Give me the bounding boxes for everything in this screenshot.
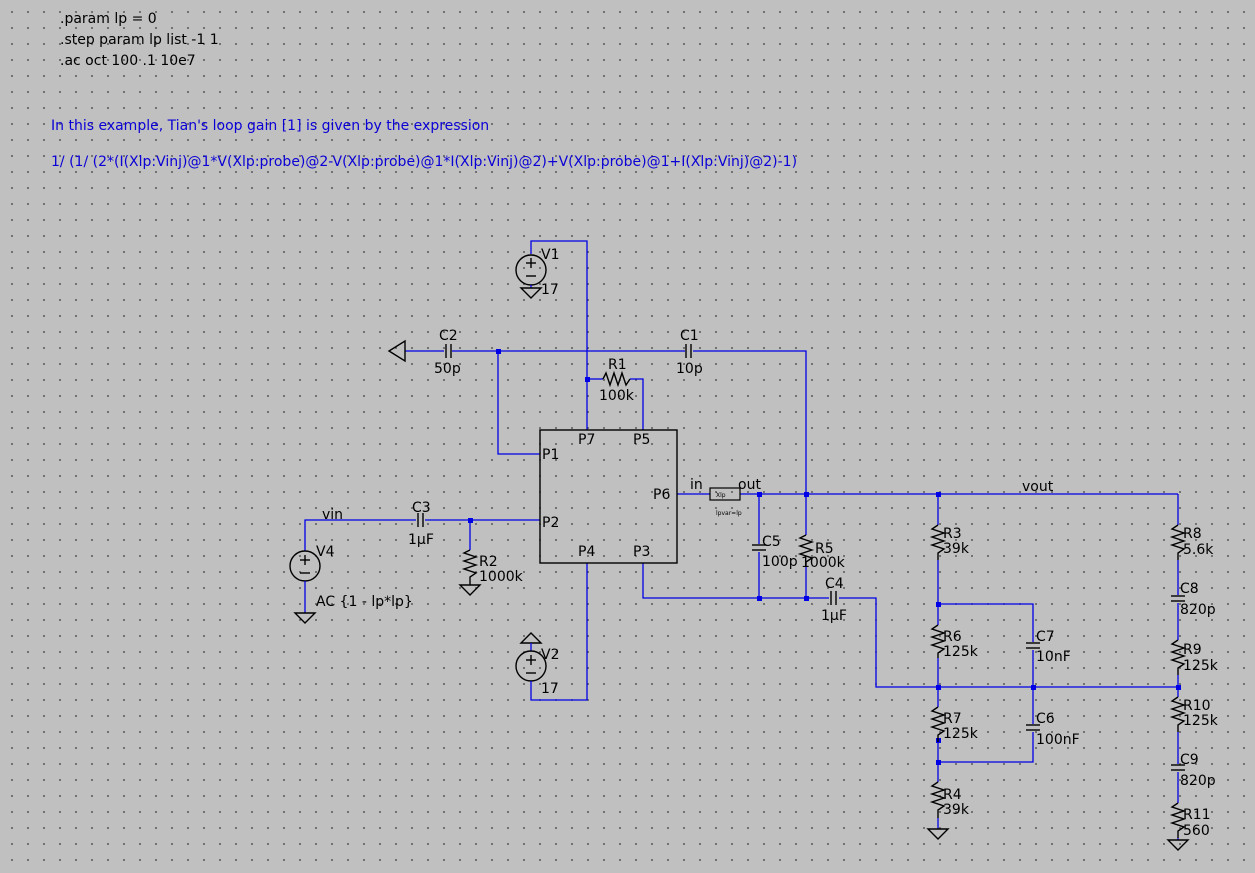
c4-name: C4	[825, 576, 844, 592]
r5-value: 1000k	[801, 555, 846, 571]
comment-line-1[interactable]: In this example, Tian's loop gain [1] is…	[51, 118, 489, 134]
resistor-r9[interactable]: R9 125k	[1169, 639, 1219, 675]
probe-name: Xlp	[716, 492, 726, 499]
ground-symbols	[387, 339, 1190, 851]
r7-name: R7	[943, 711, 962, 727]
c9-name: C9	[1180, 752, 1199, 768]
resistor-r5[interactable]: R5 1000k	[797, 534, 846, 571]
c9-value: 820p	[1180, 773, 1216, 789]
c6-value: 100nF	[1036, 732, 1080, 748]
r6-value: 125k	[943, 644, 979, 660]
v2-name: V2	[541, 647, 559, 663]
pin-p2: P2	[542, 515, 559, 531]
c7-value: 10nF	[1036, 649, 1071, 665]
capacitor-c9[interactable]: C9 820p	[1171, 752, 1216, 789]
r3-value: 39k	[943, 541, 970, 557]
r10-name: R10	[1183, 698, 1211, 714]
net-label-vin[interactable]: vin	[322, 507, 343, 523]
capacitor-c5[interactable]: C5 100p	[752, 534, 798, 570]
r4-name: R4	[943, 787, 962, 803]
pin-p5: P5	[633, 432, 650, 448]
c1-name: C1	[680, 328, 699, 344]
pin-p1: P1	[542, 447, 559, 463]
net-label-vout[interactable]: vout	[1022, 479, 1054, 495]
r8-name: R8	[1183, 526, 1202, 542]
spice-directives[interactable]: .param lp = 0 .step param lp list -1 1 .…	[60, 11, 219, 69]
directive-param[interactable]: .param lp = 0	[60, 11, 157, 27]
capacitor-c1[interactable]: C1 10p	[676, 328, 703, 377]
capacitor-c4[interactable]: C4 1µF	[821, 576, 847, 624]
v2-value: 17	[541, 681, 559, 697]
r10-value: 125k	[1183, 713, 1219, 729]
comment-text[interactable]: In this example, Tian's loop gain [1] is…	[51, 118, 797, 170]
capacitor-c3[interactable]: C3 1µF	[408, 500, 434, 548]
pin-p4: P4	[578, 544, 595, 560]
v4-value: AC {1 - lp*lp}	[316, 594, 413, 610]
c8-value: 820p	[1180, 602, 1216, 618]
c2-value: 50p	[434, 361, 461, 377]
r4-value: 39k	[943, 802, 970, 818]
c7-name: C7	[1036, 629, 1055, 645]
r9-value: 125k	[1183, 658, 1219, 674]
v1-value: 17	[541, 282, 559, 298]
pin-p7: P7	[578, 432, 595, 448]
resistor-r7[interactable]: R7 125k	[929, 706, 979, 742]
r11-value: 560	[1183, 823, 1210, 839]
c3-value: 1µF	[408, 532, 434, 548]
comment-line-2[interactable]: 1/ (1/ (2*(I(Xlp:Vinj)@1*V(Xlp:probe)@2-…	[51, 154, 797, 170]
c3-name: C3	[412, 500, 431, 516]
resistor-r6[interactable]: R6 125k	[929, 624, 979, 660]
pin-p6: P6	[653, 487, 670, 503]
r2-name: R2	[479, 554, 498, 570]
directive-ac[interactable]: .ac oct 100 .1 10e7	[60, 53, 196, 69]
probe-param: lpvar=lp	[716, 510, 742, 517]
c4-value: 1µF	[821, 608, 847, 624]
capacitor-c8[interactable]: C8 820p	[1171, 581, 1216, 618]
resistor-r3[interactable]: R3 39k	[929, 524, 970, 560]
c6-name: C6	[1036, 711, 1055, 727]
directive-step[interactable]: .step param lp list -1 1	[60, 32, 219, 48]
r11-name: R11	[1183, 807, 1211, 823]
r1-value: 100k	[599, 388, 635, 404]
resistor-r1[interactable]: R1 100k	[599, 357, 635, 404]
resistor-r11[interactable]: R11 560	[1169, 802, 1211, 839]
probe-in-label: in	[690, 477, 703, 493]
c1-value: 10p	[676, 361, 703, 377]
r3-name: R3	[943, 526, 962, 542]
capacitor-c7[interactable]: C7 10nF	[1026, 629, 1071, 665]
r5-name: R5	[815, 541, 834, 557]
c5-value: 100p	[762, 554, 798, 570]
wires	[304, 240, 1179, 840]
resistor-r8[interactable]: R8 5.6k	[1169, 524, 1214, 560]
capacitor-c2[interactable]: C2 50p	[434, 328, 461, 377]
resistor-r10[interactable]: R10 125k	[1169, 696, 1219, 732]
r8-value: 5.6k	[1183, 542, 1214, 558]
resistor-r4[interactable]: R4 39k	[929, 781, 970, 818]
voltage-source-v4[interactable]: V4 AC {1 - lp*lp}	[289, 544, 413, 624]
r1-name: R1	[608, 357, 627, 373]
resistor-r2[interactable]: R2 1000k	[461, 549, 524, 585]
v4-name: V4	[316, 544, 335, 560]
voltage-source-v2[interactable]: V2 17	[515, 632, 559, 697]
capacitor-c6[interactable]: C6 100nF	[1026, 711, 1080, 748]
probe-out-label: out	[738, 477, 761, 493]
v1-name: V1	[541, 247, 559, 263]
loop-probe-xlp[interactable]: Xlp lpvar=lp in out	[690, 477, 761, 517]
c8-name: C8	[1180, 581, 1199, 597]
voltage-source-v1[interactable]: V1 17	[515, 244, 559, 299]
subcircuit-block[interactable]: P1 P2 P3 P4 P5 P6 P7	[539, 429, 678, 564]
r9-name: R9	[1183, 642, 1202, 658]
r6-name: R6	[943, 629, 962, 645]
pin-p3: P3	[633, 544, 650, 560]
c5-name: C5	[762, 534, 781, 550]
r2-value: 1000k	[479, 569, 524, 585]
c2-name: C2	[439, 328, 458, 344]
r7-value: 125k	[943, 726, 979, 742]
